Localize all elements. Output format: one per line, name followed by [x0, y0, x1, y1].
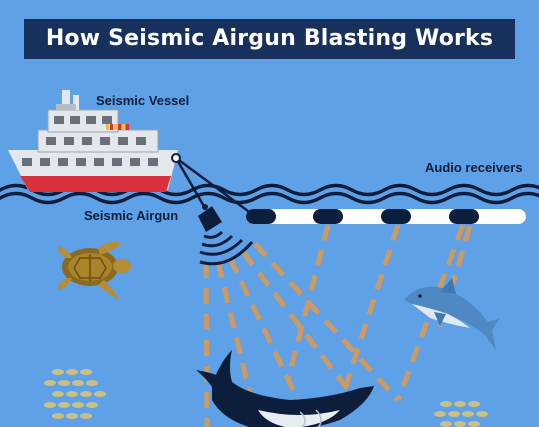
seismic-vessel-icon	[8, 90, 178, 192]
streamer-with-receivers	[246, 209, 526, 224]
title-banner: How Seismic Airgun Blasting Works	[24, 19, 515, 59]
label-audio-receivers: Audio receivers	[425, 160, 523, 175]
sound-beam	[253, 242, 400, 402]
sound-beam	[340, 224, 401, 396]
wave-line	[0, 191, 539, 205]
sound-beam	[285, 224, 331, 381]
audio-receiver	[246, 209, 276, 224]
label-seismic-vessel: Seismic Vessel	[96, 93, 190, 108]
airgun-icon	[198, 204, 222, 232]
sound-wave-icon	[199, 230, 254, 266]
audio-receiver	[449, 209, 479, 224]
audio-receiver	[313, 209, 343, 224]
sea-turtle-icon	[58, 241, 131, 300]
whale-icon	[196, 350, 374, 427]
audio-receiver	[381, 209, 411, 224]
sound-beam	[227, 256, 308, 417]
fish-school-icon	[434, 401, 488, 427]
tow-cables	[174, 156, 253, 216]
tow-point	[171, 153, 181, 163]
dolphin-icon	[404, 278, 500, 350]
label-seismic-airgun: Seismic Airgun	[84, 208, 179, 223]
sound-beam	[241, 250, 354, 397]
sound-beam	[203, 261, 210, 427]
fish-school-icon	[44, 369, 106, 419]
